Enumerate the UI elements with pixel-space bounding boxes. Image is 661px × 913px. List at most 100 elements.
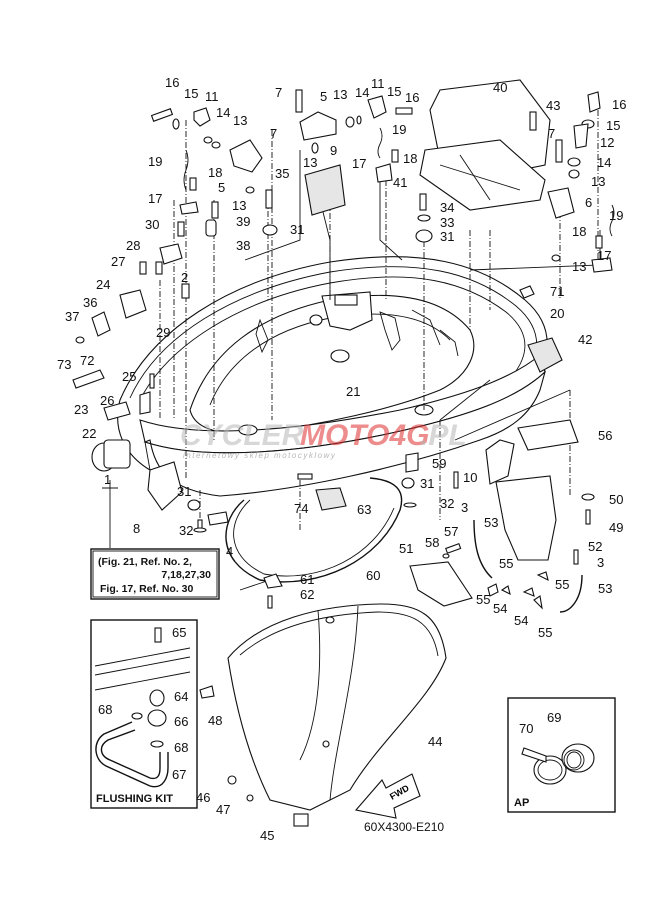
right-side-hardware	[401, 285, 595, 613]
callout: 5	[320, 89, 327, 104]
callout: 61	[300, 572, 314, 587]
callout: 15	[387, 84, 401, 99]
callout: 70	[519, 721, 533, 736]
callout: 47	[216, 802, 230, 817]
callout: 13	[233, 113, 247, 128]
callout: 11	[205, 89, 219, 104]
callout: 24	[96, 277, 110, 292]
callout: 16	[612, 97, 626, 112]
callout: 56	[598, 428, 612, 443]
callout: 29	[156, 325, 170, 340]
callout: 57	[444, 524, 458, 539]
lower-apron	[199, 573, 447, 827]
callout: 8	[133, 521, 140, 536]
callout: 31	[177, 484, 191, 499]
watermark-subtitle: internetowy sklep motocyklowy	[183, 451, 336, 460]
callout: 13	[591, 174, 605, 189]
callout: 59	[432, 456, 446, 471]
callout: 10	[463, 470, 477, 485]
callout: 74	[294, 501, 308, 516]
flushing-kit-title: FLUSHING KIT	[96, 793, 173, 805]
callout: 32	[440, 496, 454, 511]
callout: 67	[172, 767, 186, 782]
seal-strip	[225, 473, 403, 583]
callout: 26	[100, 393, 114, 408]
callout: 18	[572, 224, 586, 239]
callout: 13	[572, 259, 586, 274]
callout: 22	[82, 426, 96, 441]
callout: 54	[514, 613, 528, 628]
callout: 11	[371, 76, 385, 91]
callout: 42	[578, 332, 592, 347]
callout: 30	[145, 217, 159, 232]
callout: 18	[403, 151, 417, 166]
callout: 19	[609, 208, 623, 223]
callout: 44	[428, 734, 442, 749]
callout: 13	[303, 155, 317, 170]
callout: 15	[184, 86, 198, 101]
callout: 14	[216, 105, 230, 120]
callout: 71	[550, 284, 564, 299]
callout: 27	[111, 254, 125, 269]
callout: 14	[597, 155, 611, 170]
callout: 55	[538, 625, 552, 640]
callout: 48	[208, 713, 222, 728]
callout: 60	[366, 568, 380, 583]
reference-note-box: (Fig. 21, Ref. No. 2, 7,18,27,30 Fig. 17…	[90, 480, 220, 600]
callout: 35	[275, 166, 289, 181]
reference-note-line3: Fig. 17, Ref. No. 30	[100, 583, 194, 595]
callout: 40	[493, 80, 507, 95]
callout: 43	[546, 98, 560, 113]
callout: 64	[174, 689, 188, 704]
callout: 58	[425, 535, 439, 550]
callout: 31	[440, 229, 454, 244]
callout: 68	[98, 702, 112, 717]
bottom-cowling-body	[117, 256, 548, 497]
callout: 20	[550, 306, 564, 321]
callout: 69	[547, 710, 561, 725]
callout: 41	[393, 175, 407, 190]
watermark: CYCLER MOTO4G .PL internetowy sklep moto…	[180, 419, 467, 460]
callout: 66	[174, 714, 188, 729]
callout: 31	[290, 222, 304, 237]
callout: 7	[270, 126, 277, 141]
callout: 55	[499, 556, 513, 571]
callout: 18	[208, 165, 222, 180]
top-center-hardware	[295, 89, 433, 243]
callout: 37	[65, 309, 79, 324]
callout: 50	[609, 492, 623, 507]
ap-box: AP	[507, 697, 616, 813]
callout: 31	[420, 476, 434, 491]
callout: 46	[196, 790, 210, 805]
reference-note-line1: (Fig. 21, Ref. No. 2,	[98, 556, 192, 568]
callout: 1	[104, 472, 111, 487]
callout: 73	[57, 357, 71, 372]
drawing-code: 60X4300-E210	[364, 820, 444, 834]
callout: 13	[232, 198, 246, 213]
callout: 15	[606, 118, 620, 133]
callout: 19	[392, 122, 406, 137]
callout: 33	[440, 215, 454, 230]
callout-labels: 16 15 11 14 13 7 19 18 5 13 17 39 35 30 …	[57, 75, 626, 843]
callout: 65	[172, 625, 186, 640]
callout: 39	[236, 214, 250, 229]
callout: 17	[148, 191, 162, 206]
callout: 34	[440, 200, 454, 215]
callout: 6	[585, 195, 592, 210]
callout: 53	[484, 515, 498, 530]
callout: 2	[181, 270, 188, 285]
callout: 49	[609, 520, 623, 535]
callout: 55	[476, 592, 490, 607]
callout: 38	[236, 238, 250, 253]
callout: 32	[179, 523, 193, 538]
ap-box-title: AP	[514, 797, 529, 809]
callout: 16	[165, 75, 179, 90]
callout: 3	[597, 555, 604, 570]
callout: 12	[600, 135, 614, 150]
callout: 21	[346, 384, 360, 399]
callout: 5	[218, 180, 225, 195]
flushing-kit-box: FLUSHING KIT	[90, 619, 198, 809]
callout: 7	[275, 85, 282, 100]
callout: 13	[333, 87, 347, 102]
